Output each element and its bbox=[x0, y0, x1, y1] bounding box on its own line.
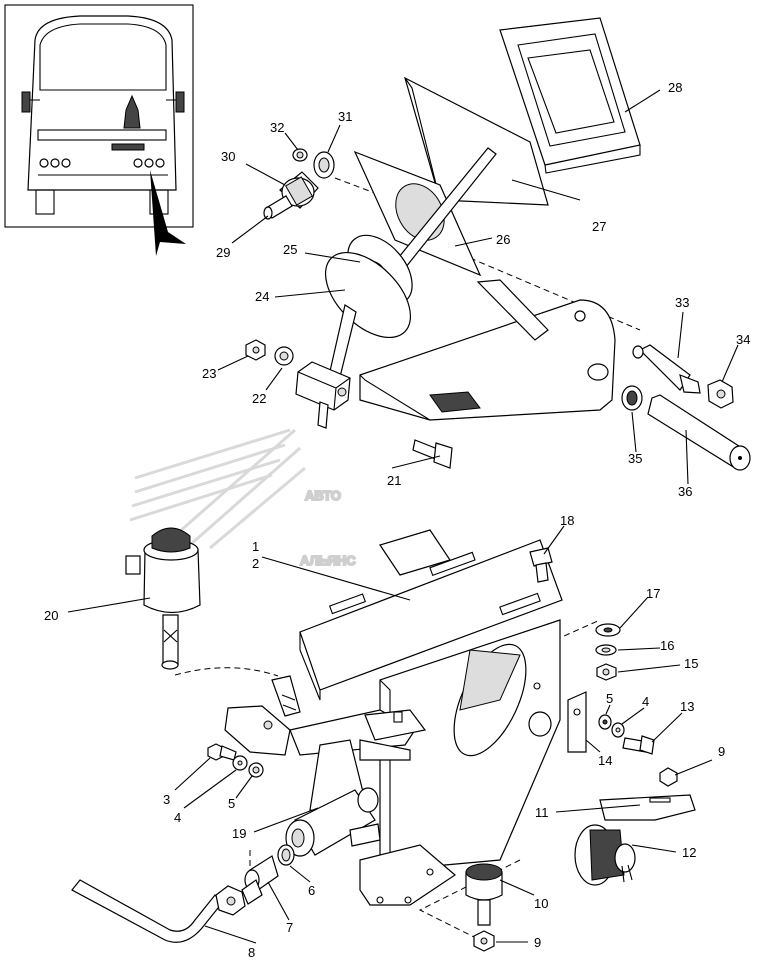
part-33-pin bbox=[632, 344, 701, 394]
callout-4-left: 4 bbox=[174, 810, 181, 825]
part-10-rubber-stop bbox=[465, 863, 503, 926]
part-14-bracket bbox=[567, 691, 587, 753]
callout-7: 7 bbox=[286, 920, 293, 935]
pivot-block bbox=[295, 361, 351, 429]
part-29-valve-stem bbox=[263, 195, 293, 220]
main-pedal-bracket bbox=[299, 529, 563, 906]
callout-15: 15 bbox=[684, 656, 698, 671]
part-16-washer bbox=[595, 644, 617, 656]
callout-28: 28 bbox=[668, 80, 682, 95]
callout-30: 30 bbox=[221, 149, 235, 164]
callout-16: 16 bbox=[660, 638, 674, 653]
callout-3: 3 bbox=[163, 792, 170, 807]
part-21-bolt bbox=[412, 439, 453, 469]
leader-lines bbox=[67, 89, 739, 944]
callout-35: 35 bbox=[628, 451, 642, 466]
part-11-mount-plate bbox=[599, 794, 696, 821]
watermark-line1: АВТО bbox=[305, 488, 341, 503]
lower-pedal-lever bbox=[224, 675, 427, 821]
callout-13: 13 bbox=[680, 699, 694, 714]
callout-34: 34 bbox=[736, 332, 750, 347]
watermark: АВТО АЛЬЯНС bbox=[129, 428, 357, 569]
part-27-plate bbox=[404, 76, 549, 206]
part-31-ring bbox=[313, 151, 335, 179]
part-8-brake-pipe bbox=[71, 879, 263, 943]
part-36-shaft bbox=[647, 394, 751, 471]
callout-11: 11 bbox=[535, 805, 549, 820]
callout-24: 24 bbox=[255, 289, 269, 304]
part-28-cover-frame bbox=[499, 17, 641, 174]
callout-25: 25 bbox=[283, 242, 297, 257]
callout-19: 19 bbox=[232, 826, 246, 841]
callout-9-upper: 9 bbox=[718, 744, 725, 759]
callout-2: 2 bbox=[252, 556, 259, 571]
part-5-washer-left bbox=[248, 762, 264, 778]
part-30-valve-body bbox=[279, 171, 319, 209]
part-9-nut-lower bbox=[473, 930, 495, 952]
callout-14: 14 bbox=[598, 753, 612, 768]
location-arrow-icon bbox=[150, 170, 186, 256]
callout-9-lower: 9 bbox=[534, 935, 541, 950]
part-19-master-cylinder bbox=[285, 787, 381, 857]
part-9-nut-upper bbox=[659, 767, 678, 787]
callout-22: 22 bbox=[252, 391, 266, 406]
callout-33: 33 bbox=[675, 295, 689, 310]
callout-36: 36 bbox=[678, 484, 692, 499]
callout-26: 26 bbox=[496, 232, 510, 247]
callout-numbers: 28 27 26 25 24 32 31 30 29 33 34 35 36 2… bbox=[44, 80, 750, 960]
callout-1: 1 bbox=[252, 539, 259, 554]
callout-5-right: 5 bbox=[606, 691, 613, 706]
inset-frame bbox=[4, 4, 194, 228]
part-4-washer-right bbox=[611, 722, 625, 738]
part-12-switch bbox=[574, 824, 636, 886]
callout-8: 8 bbox=[248, 945, 255, 960]
part-18-bolt bbox=[529, 547, 553, 583]
callout-31: 31 bbox=[338, 109, 352, 124]
callout-5-left: 5 bbox=[228, 796, 235, 811]
callout-32: 32 bbox=[270, 120, 284, 135]
part-15-nut bbox=[596, 663, 617, 681]
bus-location-inset bbox=[4, 4, 194, 256]
callout-12: 12 bbox=[682, 845, 696, 860]
callout-21: 21 bbox=[387, 473, 401, 488]
callout-17: 17 bbox=[646, 586, 660, 601]
watermark-logo-mark bbox=[129, 428, 306, 550]
part-4-washer-left bbox=[232, 755, 248, 771]
part-26-gasket bbox=[353, 150, 482, 277]
callout-10: 10 bbox=[534, 896, 548, 911]
part-20-fluid-reservoir bbox=[125, 527, 201, 670]
part-6-seal-ring bbox=[277, 844, 295, 866]
callout-18: 18 bbox=[560, 513, 574, 528]
part-34-nut bbox=[707, 379, 734, 409]
callout-4-right: 4 bbox=[642, 694, 649, 709]
part-23-nut bbox=[245, 339, 266, 361]
callout-20: 20 bbox=[44, 608, 58, 623]
callout-6: 6 bbox=[308, 883, 315, 898]
upper-pedal-bracket bbox=[359, 279, 616, 421]
part-35-bushing bbox=[621, 385, 643, 411]
part-17-washer bbox=[595, 623, 621, 637]
part-5-washer-right bbox=[598, 714, 612, 730]
callout-23: 23 bbox=[202, 366, 216, 381]
part-3-bolt bbox=[207, 743, 237, 761]
callout-29: 29 bbox=[216, 245, 230, 260]
callout-27: 27 bbox=[592, 219, 606, 234]
part-32-nut bbox=[292, 148, 308, 162]
part-22-washer bbox=[274, 346, 294, 366]
part-13-bolt bbox=[622, 735, 655, 755]
assembly-lines bbox=[174, 177, 641, 941]
watermark-line2: АЛЬЯНС bbox=[300, 553, 356, 568]
